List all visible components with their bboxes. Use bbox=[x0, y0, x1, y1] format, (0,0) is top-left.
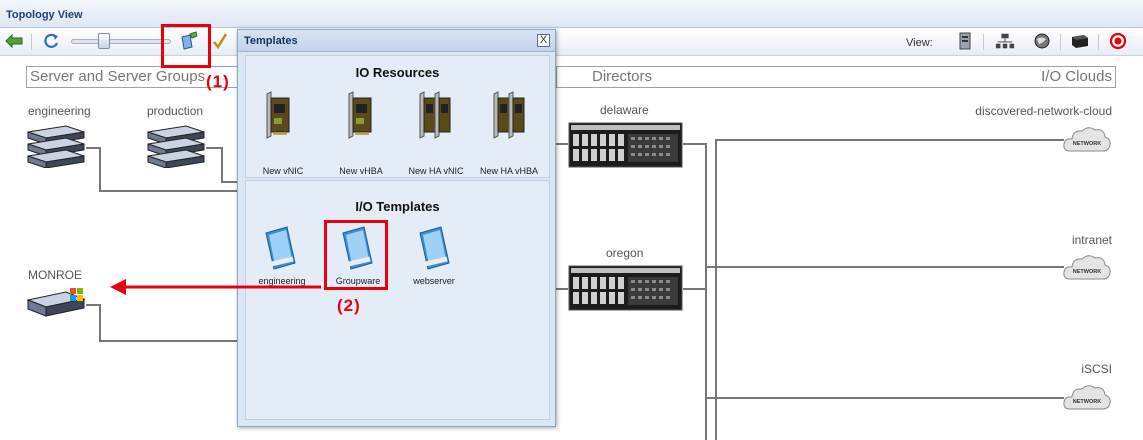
templates-icon[interactable] bbox=[179, 31, 199, 51]
server-monroe[interactable] bbox=[26, 286, 88, 327]
io-templates-panel: I/O Templates engineering Groupware webs… bbox=[245, 180, 550, 420]
cloud-iscsi[interactable]: NETWORK bbox=[1062, 381, 1112, 418]
server-view-icon[interactable] bbox=[955, 31, 975, 51]
new-vnic-label: New vNIC bbox=[262, 166, 304, 176]
network-view-icon[interactable] bbox=[995, 31, 1015, 51]
director-label-oregon: oregon bbox=[606, 246, 644, 260]
zoom-slider-track[interactable] bbox=[71, 39, 171, 44]
template-engineering-label: engineering bbox=[258, 276, 306, 286]
templates-dialog-header[interactable]: Templates X bbox=[238, 30, 555, 52]
director-delaware[interactable] bbox=[568, 122, 683, 173]
director-oregon[interactable] bbox=[568, 265, 683, 316]
toolbar-separator bbox=[1098, 34, 1099, 50]
cloud-discovered-network-cloud[interactable]: NETWORK bbox=[1062, 123, 1112, 160]
column-header-servers-label: Server and Server Groups bbox=[30, 68, 206, 85]
new-vnic-card-icon[interactable] bbox=[263, 90, 293, 145]
checkmark-icon[interactable] bbox=[210, 31, 230, 51]
io-resources-title: IO Resources bbox=[355, 65, 440, 80]
cloud-intranet[interactable]: NETWORK bbox=[1062, 251, 1112, 288]
globe-view-icon[interactable] bbox=[1032, 31, 1052, 51]
column-header-right: Directors I/O Clouds bbox=[556, 66, 1116, 88]
io-templates-title: I/O Templates bbox=[355, 199, 440, 214]
window-titlebar: Topology View bbox=[0, 0, 1143, 28]
templates-dialog-title: Templates bbox=[244, 35, 298, 47]
director-label-delaware: delaware bbox=[600, 103, 649, 117]
refresh-icon[interactable] bbox=[41, 31, 61, 51]
server-group-label-production: production bbox=[147, 104, 204, 118]
template-groupware-icon[interactable] bbox=[340, 225, 374, 278]
new-vhba-card-icon[interactable] bbox=[345, 90, 375, 145]
server-group-production[interactable] bbox=[146, 122, 206, 173]
callout-2: (2) bbox=[337, 296, 361, 315]
cloud-badge: NETWORK bbox=[1073, 399, 1101, 405]
server-group-engineering[interactable] bbox=[26, 122, 86, 173]
new-ha-vhba-label: New HA vHBA bbox=[479, 166, 539, 176]
drag-arrow-icon bbox=[110, 279, 321, 295]
new-ha-vnic-label: New HA vNIC bbox=[408, 166, 464, 176]
view-label: View: bbox=[906, 37, 933, 49]
server-group-label-engineering: engineering bbox=[28, 104, 91, 118]
close-icon[interactable]: X bbox=[537, 34, 550, 47]
stop-record-icon[interactable] bbox=[1108, 31, 1128, 51]
zoom-slider-thumb[interactable] bbox=[98, 33, 110, 49]
template-webserver-icon[interactable] bbox=[417, 225, 451, 278]
io-resources-panel: IO Resources New vNIC New vHBA New HA vN… bbox=[245, 55, 550, 178]
window-title: Topology View bbox=[6, 9, 83, 21]
new-ha-vhba-card-icon[interactable] bbox=[492, 90, 526, 145]
template-groupware-label: Groupware bbox=[335, 276, 381, 286]
template-engineering-icon[interactable] bbox=[263, 225, 297, 278]
toolbar-separator bbox=[31, 34, 32, 50]
new-vhba-label: New vHBA bbox=[339, 166, 383, 176]
highlight-templates-button bbox=[161, 24, 211, 68]
new-ha-vnic-card-icon[interactable] bbox=[418, 90, 452, 145]
server-label-monroe: MONROE bbox=[28, 268, 82, 282]
toolbar-separator bbox=[1060, 34, 1061, 50]
cloud-label-discovered-network-cloud: discovered-network-cloud bbox=[975, 104, 1112, 118]
column-header-clouds-label: I/O Clouds bbox=[1041, 68, 1112, 85]
toolbar-separator bbox=[983, 34, 984, 50]
column-header-directors-label: Directors bbox=[592, 68, 653, 85]
cloud-badge: NETWORK bbox=[1073, 269, 1101, 275]
template-webserver-label: webserver bbox=[413, 276, 455, 286]
storage-view-icon[interactable] bbox=[1070, 31, 1090, 51]
cloud-badge: NETWORK bbox=[1073, 141, 1101, 147]
callout-1: (1) bbox=[206, 72, 230, 91]
back-arrow-icon[interactable] bbox=[4, 31, 24, 51]
cloud-label-iscsi: iSCSI bbox=[1081, 362, 1112, 376]
templates-dialog: Templates X IO Resources New vNIC New vH… bbox=[237, 29, 556, 427]
highlight-groupware-template bbox=[324, 220, 388, 290]
cloud-label-intranet: intranet bbox=[1071, 233, 1112, 247]
